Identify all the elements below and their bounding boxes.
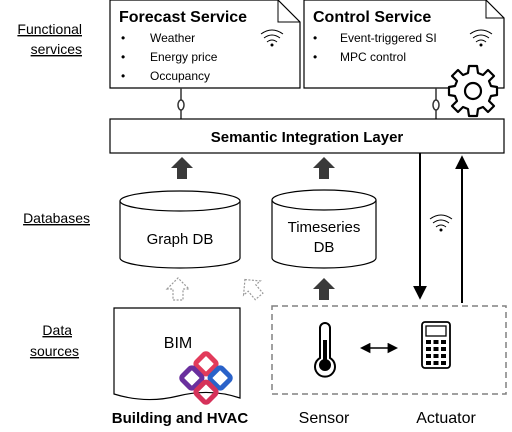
db-to-layer-arrows xyxy=(171,157,335,179)
layer-actuator-links xyxy=(413,153,469,303)
semantic-integration-layer: Semantic Integration Layer xyxy=(109,118,505,154)
integration-layer-label: Semantic Integration Layer xyxy=(211,129,404,146)
label-actuator: Actuator xyxy=(416,410,476,427)
label-databases: Databases xyxy=(23,210,90,226)
timeseries-db-cylinder: Timeseries DB xyxy=(271,189,377,269)
control-item-event-triggered: Event-triggered SI xyxy=(340,31,437,45)
timeseries-db-label-line2: DB xyxy=(314,239,335,256)
label-data-line1: Data xyxy=(42,322,72,338)
timeseries-db-label-line1: Timeseries xyxy=(288,219,361,236)
wifi-icon xyxy=(260,29,284,47)
bim-diagonal-arrow xyxy=(242,278,264,301)
control-service-box: Control Service • Event-triggered SI • M… xyxy=(303,0,505,118)
graph-db-up-arrow xyxy=(171,157,193,179)
gear-icon xyxy=(447,64,499,118)
label-sensor: Sensor xyxy=(299,410,350,427)
ifc-logo-icon xyxy=(179,351,233,405)
svg-text:•: • xyxy=(313,31,317,45)
bottom-labels: Building and HVAC Sensor Actuator xyxy=(112,410,477,427)
timeseries-db-up-arrow xyxy=(313,157,335,179)
svg-text:•: • xyxy=(121,69,125,83)
graph-db-cylinder: Graph DB xyxy=(119,190,241,269)
thermometer-icon xyxy=(314,322,336,378)
bim-to-graph-arrows xyxy=(165,277,264,301)
keypad-icon xyxy=(421,321,451,369)
forecast-item-energy-price: Energy price xyxy=(150,50,218,64)
bim-document: BIM xyxy=(113,307,241,405)
field-devices-group xyxy=(271,305,507,395)
sensor-to-timeseries-arrow xyxy=(313,278,335,300)
control-item-mpc: MPC control xyxy=(340,50,406,64)
label-data-line2: sources xyxy=(30,343,79,359)
wifi-icon xyxy=(429,214,453,232)
control-service-title: Control Service xyxy=(313,9,431,26)
service-connectors xyxy=(177,88,440,119)
forecast-item-weather: Weather xyxy=(150,31,195,45)
label-building-hvac: Building and HVAC xyxy=(112,410,249,427)
wifi-icon xyxy=(469,29,493,47)
svg-text:•: • xyxy=(313,50,317,64)
svg-text:•: • xyxy=(121,50,125,64)
bim-label: BIM xyxy=(164,335,192,352)
left-labels: Functional services Databases Data sourc… xyxy=(17,21,90,359)
label-functional-line1: Functional xyxy=(17,21,82,37)
forecast-service-box: Forecast Service • Weather • Energy pric… xyxy=(109,0,301,89)
forecast-service-title: Forecast Service xyxy=(119,9,247,26)
label-functional-line2: services xyxy=(31,41,82,57)
bim-up-arrow xyxy=(165,277,191,301)
forecast-item-occupancy: Occupancy xyxy=(150,69,210,83)
graph-db-label: Graph DB xyxy=(147,231,214,248)
svg-text:•: • xyxy=(121,31,125,45)
